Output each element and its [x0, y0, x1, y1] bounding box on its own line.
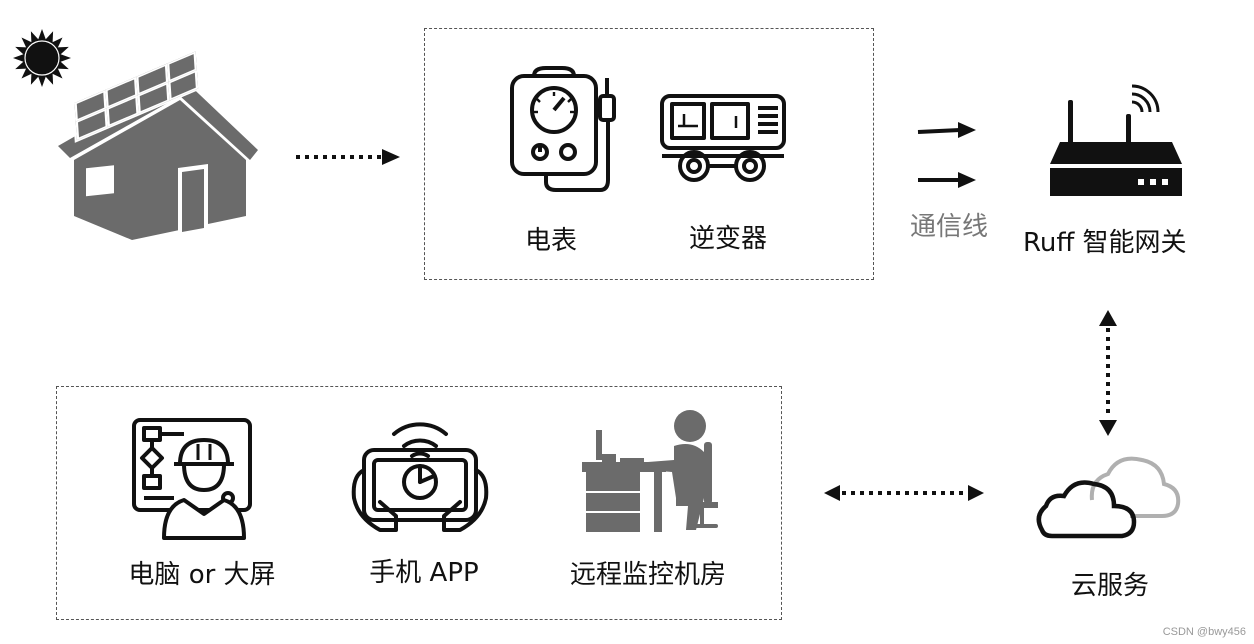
inverter-icon	[660, 94, 786, 182]
arrow-gateway-cloud	[1099, 310, 1117, 436]
sun-icon	[13, 29, 71, 87]
tablet-app-icon	[351, 422, 489, 532]
meter-icon	[510, 66, 616, 192]
phone-app-label: 手机 APP	[369, 558, 479, 588]
desk-worker-icon	[582, 410, 718, 532]
wire-label: 通信线	[910, 212, 989, 242]
watermark: CSDN @bwy456	[1162, 626, 1246, 638]
solar-house-icon	[58, 48, 258, 240]
wire-arrows	[917, 122, 976, 188]
engineer-screen-icon	[132, 418, 252, 540]
monitor-room-label: 远程监控机房	[569, 560, 727, 590]
inverter-label: 逆变器	[688, 224, 768, 254]
cloud-label: 云服务	[1071, 571, 1150, 601]
router-icon	[1050, 84, 1182, 196]
meter-label: 电表	[524, 226, 578, 256]
devices-group	[424, 28, 874, 280]
cloud-icon	[1036, 456, 1181, 539]
gateway-label: Ruff 智能网关	[1023, 228, 1187, 258]
clients-group	[56, 386, 782, 620]
arrow-house-to-devices	[296, 149, 400, 165]
arrow-clients-cloud	[824, 485, 984, 501]
computer-label: 电脑 or 大屏	[128, 560, 276, 590]
